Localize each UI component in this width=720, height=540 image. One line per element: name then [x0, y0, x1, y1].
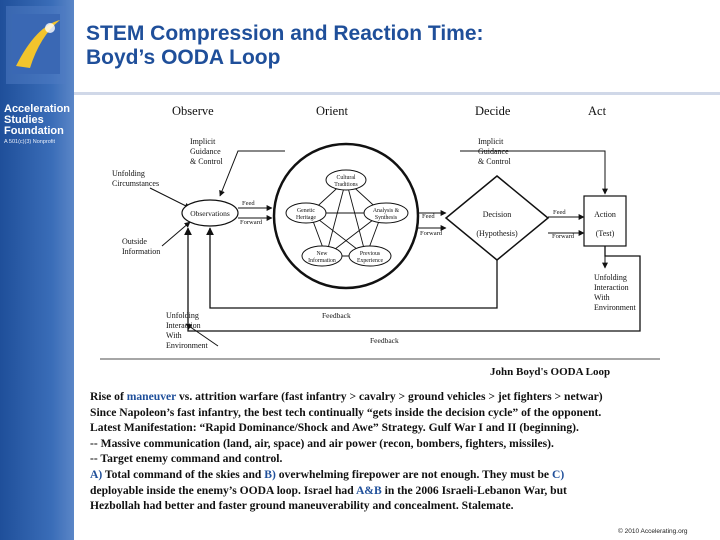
feedback-loop-1 — [206, 227, 498, 309]
phase-orient-label: Orient — [316, 104, 348, 118]
body-line: Latest Manifestation: “Rapid Dominance/S… — [90, 421, 579, 435]
unfolding-interaction-left-label: Unfolding Interaction With Environment — [166, 311, 209, 350]
org-name-line: Acceleration — [4, 103, 71, 115]
new-information-label: New — [317, 251, 329, 257]
new-information-node — [301, 245, 343, 267]
orient-factor-nodes — [285, 169, 409, 267]
ooda-loop-diagram: Observe Orient Decide Act Implicit Guida… — [100, 104, 660, 378]
title-line: Boyd’s OODA Loop — [86, 46, 281, 69]
observations-node — [181, 199, 239, 227]
observations-label: Observations — [190, 209, 230, 218]
feed-forward-label: Feed — [422, 213, 435, 220]
cultural-traditions-label: Traditions — [334, 182, 358, 188]
cultural-traditions-label: Cultural — [337, 175, 356, 181]
feedback-loop-2 — [184, 227, 641, 332]
svg-text:Guidance: Guidance — [190, 147, 221, 156]
svg-text:Implicit: Implicit — [190, 137, 216, 146]
title-divider — [74, 92, 720, 95]
hypothesis-label: (Hypothesis) — [476, 229, 518, 238]
svg-text:Outside: Outside — [122, 237, 147, 246]
outside-info-arrow — [161, 221, 191, 247]
analysis-synthesis-label: Synthesis — [375, 215, 398, 221]
org-name: Acceleration Studies Foundation — [4, 104, 74, 137]
body-line: Since Napoleon’s fast infantry, the best… — [90, 405, 602, 419]
org-status: A 501(c)(3) Nonprofit — [4, 139, 56, 145]
feed-forward-label: Forward — [240, 219, 263, 226]
org-name-line: Studies — [4, 114, 44, 126]
action-label: Action — [594, 210, 616, 219]
body-line: A) Total command of the skies and B) ove… — [90, 467, 565, 481]
genetic-heritage-label: Heritage — [296, 215, 316, 221]
svg-text:& Control: & Control — [478, 157, 511, 166]
svg-text:With: With — [166, 331, 182, 340]
diagram-caption: John Boyd's OODA Loop — [490, 366, 610, 378]
body-line: Rise of maneuver vs. attrition warfare (… — [90, 390, 603, 403]
phase-observe-label: Observe — [172, 104, 214, 118]
copyright-notice: © 2010 Accelerating.org — [618, 528, 688, 535]
previous-experience-node — [348, 245, 392, 267]
unfolding-circumstances-label: Unfolding Circumstances — [112, 169, 159, 188]
slide-title: STEM Compression and Reaction Time: Boyd… — [86, 22, 706, 70]
circumstances-arrow — [149, 187, 191, 209]
previous-experience-label: Experience — [357, 258, 383, 264]
title-line: STEM Compression and Reaction Time: — [86, 22, 484, 45]
cultural-traditions-node — [325, 169, 367, 191]
svg-text:Unfolding: Unfolding — [112, 169, 145, 178]
svg-text:& Control: & Control — [190, 157, 223, 166]
brand-sidebar: Acceleration Studies Foundation A 501(c)… — [0, 0, 74, 540]
genetic-heritage-label: Genetic — [297, 208, 315, 214]
svg-text:Circumstances: Circumstances — [112, 179, 159, 188]
svg-text:With: With — [594, 293, 610, 302]
genetic-heritage-node — [285, 202, 327, 224]
svg-text:Unfolding: Unfolding — [594, 273, 627, 282]
feed-forward-label: Feed — [242, 200, 255, 207]
feed-forward-label: Forward — [420, 230, 443, 237]
feedback-label: Feedback — [322, 311, 351, 320]
feed-forward-label: Forward — [552, 233, 575, 240]
svg-text:Interaction: Interaction — [166, 321, 201, 330]
svg-text:Environment: Environment — [166, 341, 209, 350]
body-line: -- Target enemy command and control. — [90, 452, 283, 466]
feedback-label: Feedback — [370, 336, 399, 345]
analysis-synthesis-label: Analysis & — [373, 208, 400, 214]
action-box — [583, 195, 627, 247]
unfolding-left-arrow — [185, 323, 219, 347]
body-line: -- Massive communication (land, air, spa… — [90, 436, 554, 450]
outside-information-label: Outside Information — [122, 237, 160, 256]
svg-text:Information: Information — [122, 247, 160, 256]
body-text: Rise of maneuver vs. attrition warfare (… — [90, 389, 720, 514]
svg-text:Interaction: Interaction — [594, 283, 629, 292]
feed-forward-label: Feed — [553, 209, 566, 216]
body-line: Hezbollah had better and faster ground m… — [90, 499, 514, 513]
guidance-line-decide — [460, 150, 608, 195]
new-information-label: Information — [308, 257, 336, 264]
decision-label: Decision — [483, 210, 511, 219]
svg-text:Implicit: Implicit — [478, 137, 504, 146]
test-label: (Test) — [596, 229, 615, 238]
phase-decide-label: Decide — [475, 104, 511, 118]
svg-text:Environment: Environment — [594, 303, 637, 312]
svg-text:Unfolding: Unfolding — [166, 311, 199, 320]
org-name-line: Foundation — [4, 125, 64, 137]
unfolding-interaction-right-label: Unfolding Interaction With Environment — [594, 273, 637, 312]
guidance-line-orient — [219, 150, 285, 197]
phase-act-label: Act — [588, 104, 607, 118]
body-line: deployable inside the enemy’s OODA loop.… — [90, 483, 567, 497]
previous-experience-label: Previous — [360, 251, 381, 257]
implicit-guidance-orient: Implicit Guidance & Control — [190, 137, 223, 166]
foundation-logo — [6, 6, 66, 84]
analysis-synthesis-node — [363, 202, 409, 224]
